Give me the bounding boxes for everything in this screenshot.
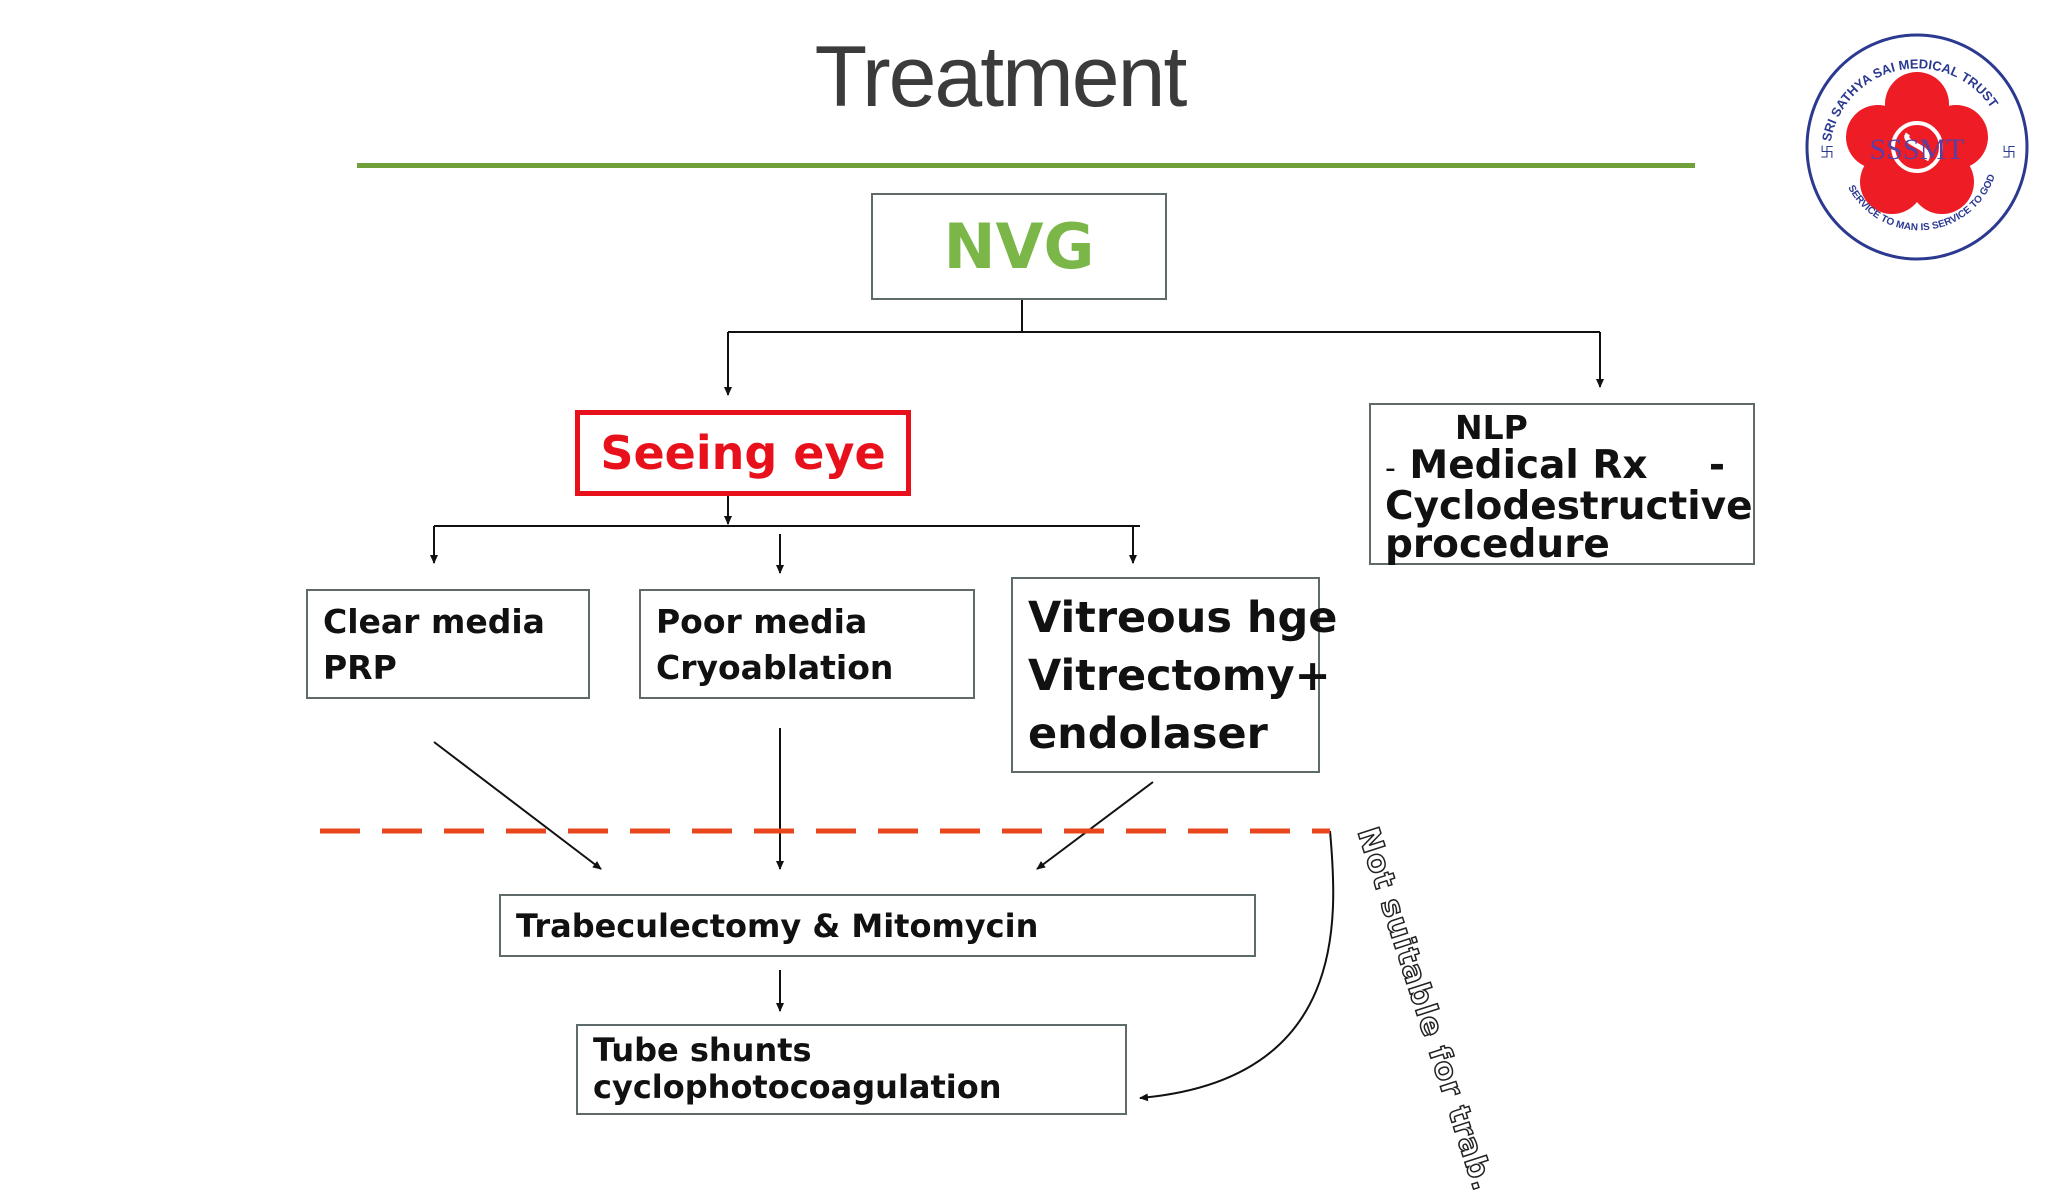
clear-media-label: Clear media bbox=[323, 602, 545, 641]
trabeculectomy-box: Trabeculectomy & Mitomycin bbox=[499, 894, 1256, 957]
poor-media-box: Poor media Cryoablation bbox=[639, 589, 975, 699]
tube-shunts-box: Tube shunts cyclophotocoagulation bbox=[576, 1024, 1127, 1115]
seeing-eye-box: Seeing eye bbox=[575, 410, 911, 496]
title-underline bbox=[357, 163, 1695, 168]
swastika-left-icon: 卐 bbox=[1820, 144, 1834, 160]
nlp-box: NLP - Medical Rx- Cyclodestructive proce… bbox=[1369, 403, 1755, 565]
swastika-right-icon: 卐 bbox=[2002, 144, 2016, 160]
slide-title: Treatment bbox=[814, 29, 1188, 125]
nlp-heading: NLP bbox=[1455, 408, 1528, 447]
connector-layer bbox=[320, 300, 1604, 1102]
endolaser-label: endolaser bbox=[1028, 709, 1268, 759]
not-suitable-for-trab-label: Not suitable for trab. bbox=[1349, 822, 1501, 1196]
arrow-vitreous-to-trab bbox=[1036, 781, 1154, 870]
side-note-container: Not suitable for trab. bbox=[1349, 822, 1501, 1196]
nlp-trailing-dash: - bbox=[1708, 443, 1725, 488]
clear-media-box: Clear media PRP bbox=[306, 589, 590, 699]
poor-media-label: Poor media bbox=[656, 602, 868, 641]
vitrectomy-label: Vitrectomy+ bbox=[1028, 651, 1331, 701]
arrow-clear-to-trab bbox=[433, 741, 602, 870]
vitreous-hge-label: Vitreous hge bbox=[1028, 593, 1338, 643]
cyclophotocoagulation-label: cyclophotocoagulation bbox=[593, 1068, 1002, 1106]
cryoablation-label: Cryoablation bbox=[656, 648, 894, 687]
sssmt-logo: SRI SATHYA SAI MEDICAL TRUST SERVICE TO … bbox=[1805, 33, 2029, 261]
curved-arrow-to-tube bbox=[1139, 830, 1335, 1102]
tube-shunts-label: Tube shunts bbox=[593, 1031, 812, 1069]
nlp-cyclodestructive: Cyclodestructive bbox=[1385, 484, 1753, 529]
nlp-procedure: procedure bbox=[1385, 522, 1610, 567]
vitreous-hge-box: Vitreous hge Vitrectomy+ endolaser bbox=[1011, 577, 1338, 773]
nlp-line-1: - Medical Rx- bbox=[1385, 443, 1739, 488]
prp-label: PRP bbox=[323, 648, 397, 687]
logo-monogram: SSSMT bbox=[1869, 133, 1964, 166]
nlp-medical-rx: Medical Rx bbox=[1409, 443, 1648, 488]
nlp-dash: - bbox=[1385, 451, 1396, 486]
nvg-box: NVG bbox=[871, 193, 1167, 300]
